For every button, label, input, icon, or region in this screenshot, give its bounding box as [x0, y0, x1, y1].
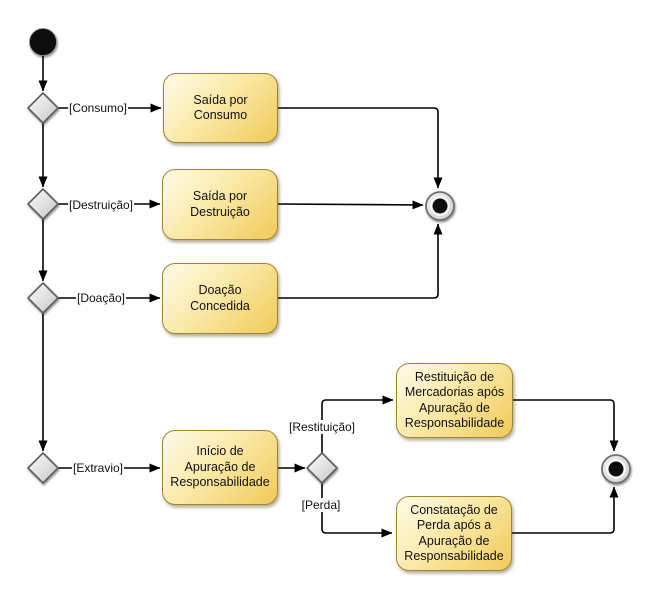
- guard-extravio: [Extravio]: [71, 461, 125, 475]
- final-node-1: [425, 191, 455, 221]
- activity-inicio-apuracao: Início de Apuração de Responsabilidade: [162, 430, 278, 505]
- activity-restituicao-mercadorias: Restituição de Mercadorias após Apuração…: [396, 363, 513, 438]
- guard-restituicao: [Restituição]: [287, 420, 357, 434]
- edge-perda: [321, 483, 393, 538]
- edge-perda-to-final2: [512, 486, 619, 534]
- edge-consumo-to-final1: [278, 107, 443, 189]
- final-node-2: [601, 454, 631, 484]
- guard-consumo: [Consumo]: [67, 101, 129, 115]
- edge-destruicao-to-final1: [277, 200, 424, 210]
- decision-node-1: [27, 92, 59, 124]
- guard-destruicao: [Destruição]: [67, 198, 135, 212]
- activity-saida-consumo: Saída por Consumo: [163, 73, 278, 143]
- guard-doacao: [Doação]: [75, 291, 127, 305]
- decision-node-5: [306, 452, 338, 484]
- edge-restituicao-to-final2: [513, 399, 619, 452]
- initial-node: [29, 28, 57, 56]
- activity-doacao-concedida: Doação Concedida: [162, 263, 278, 334]
- edge-restituicao: [321, 395, 394, 453]
- edge-doacao-to-final1: [278, 223, 443, 299]
- decision-node-3: [27, 282, 59, 314]
- activity-constatacao-perda: Constatação de Perda após a Apuração de …: [396, 496, 512, 571]
- decision-node-4: [27, 452, 59, 484]
- activity-saida-destruicao: Saída por Destruição: [162, 169, 278, 240]
- decision-node-2: [27, 188, 59, 220]
- guard-perda: [Perda]: [300, 498, 342, 512]
